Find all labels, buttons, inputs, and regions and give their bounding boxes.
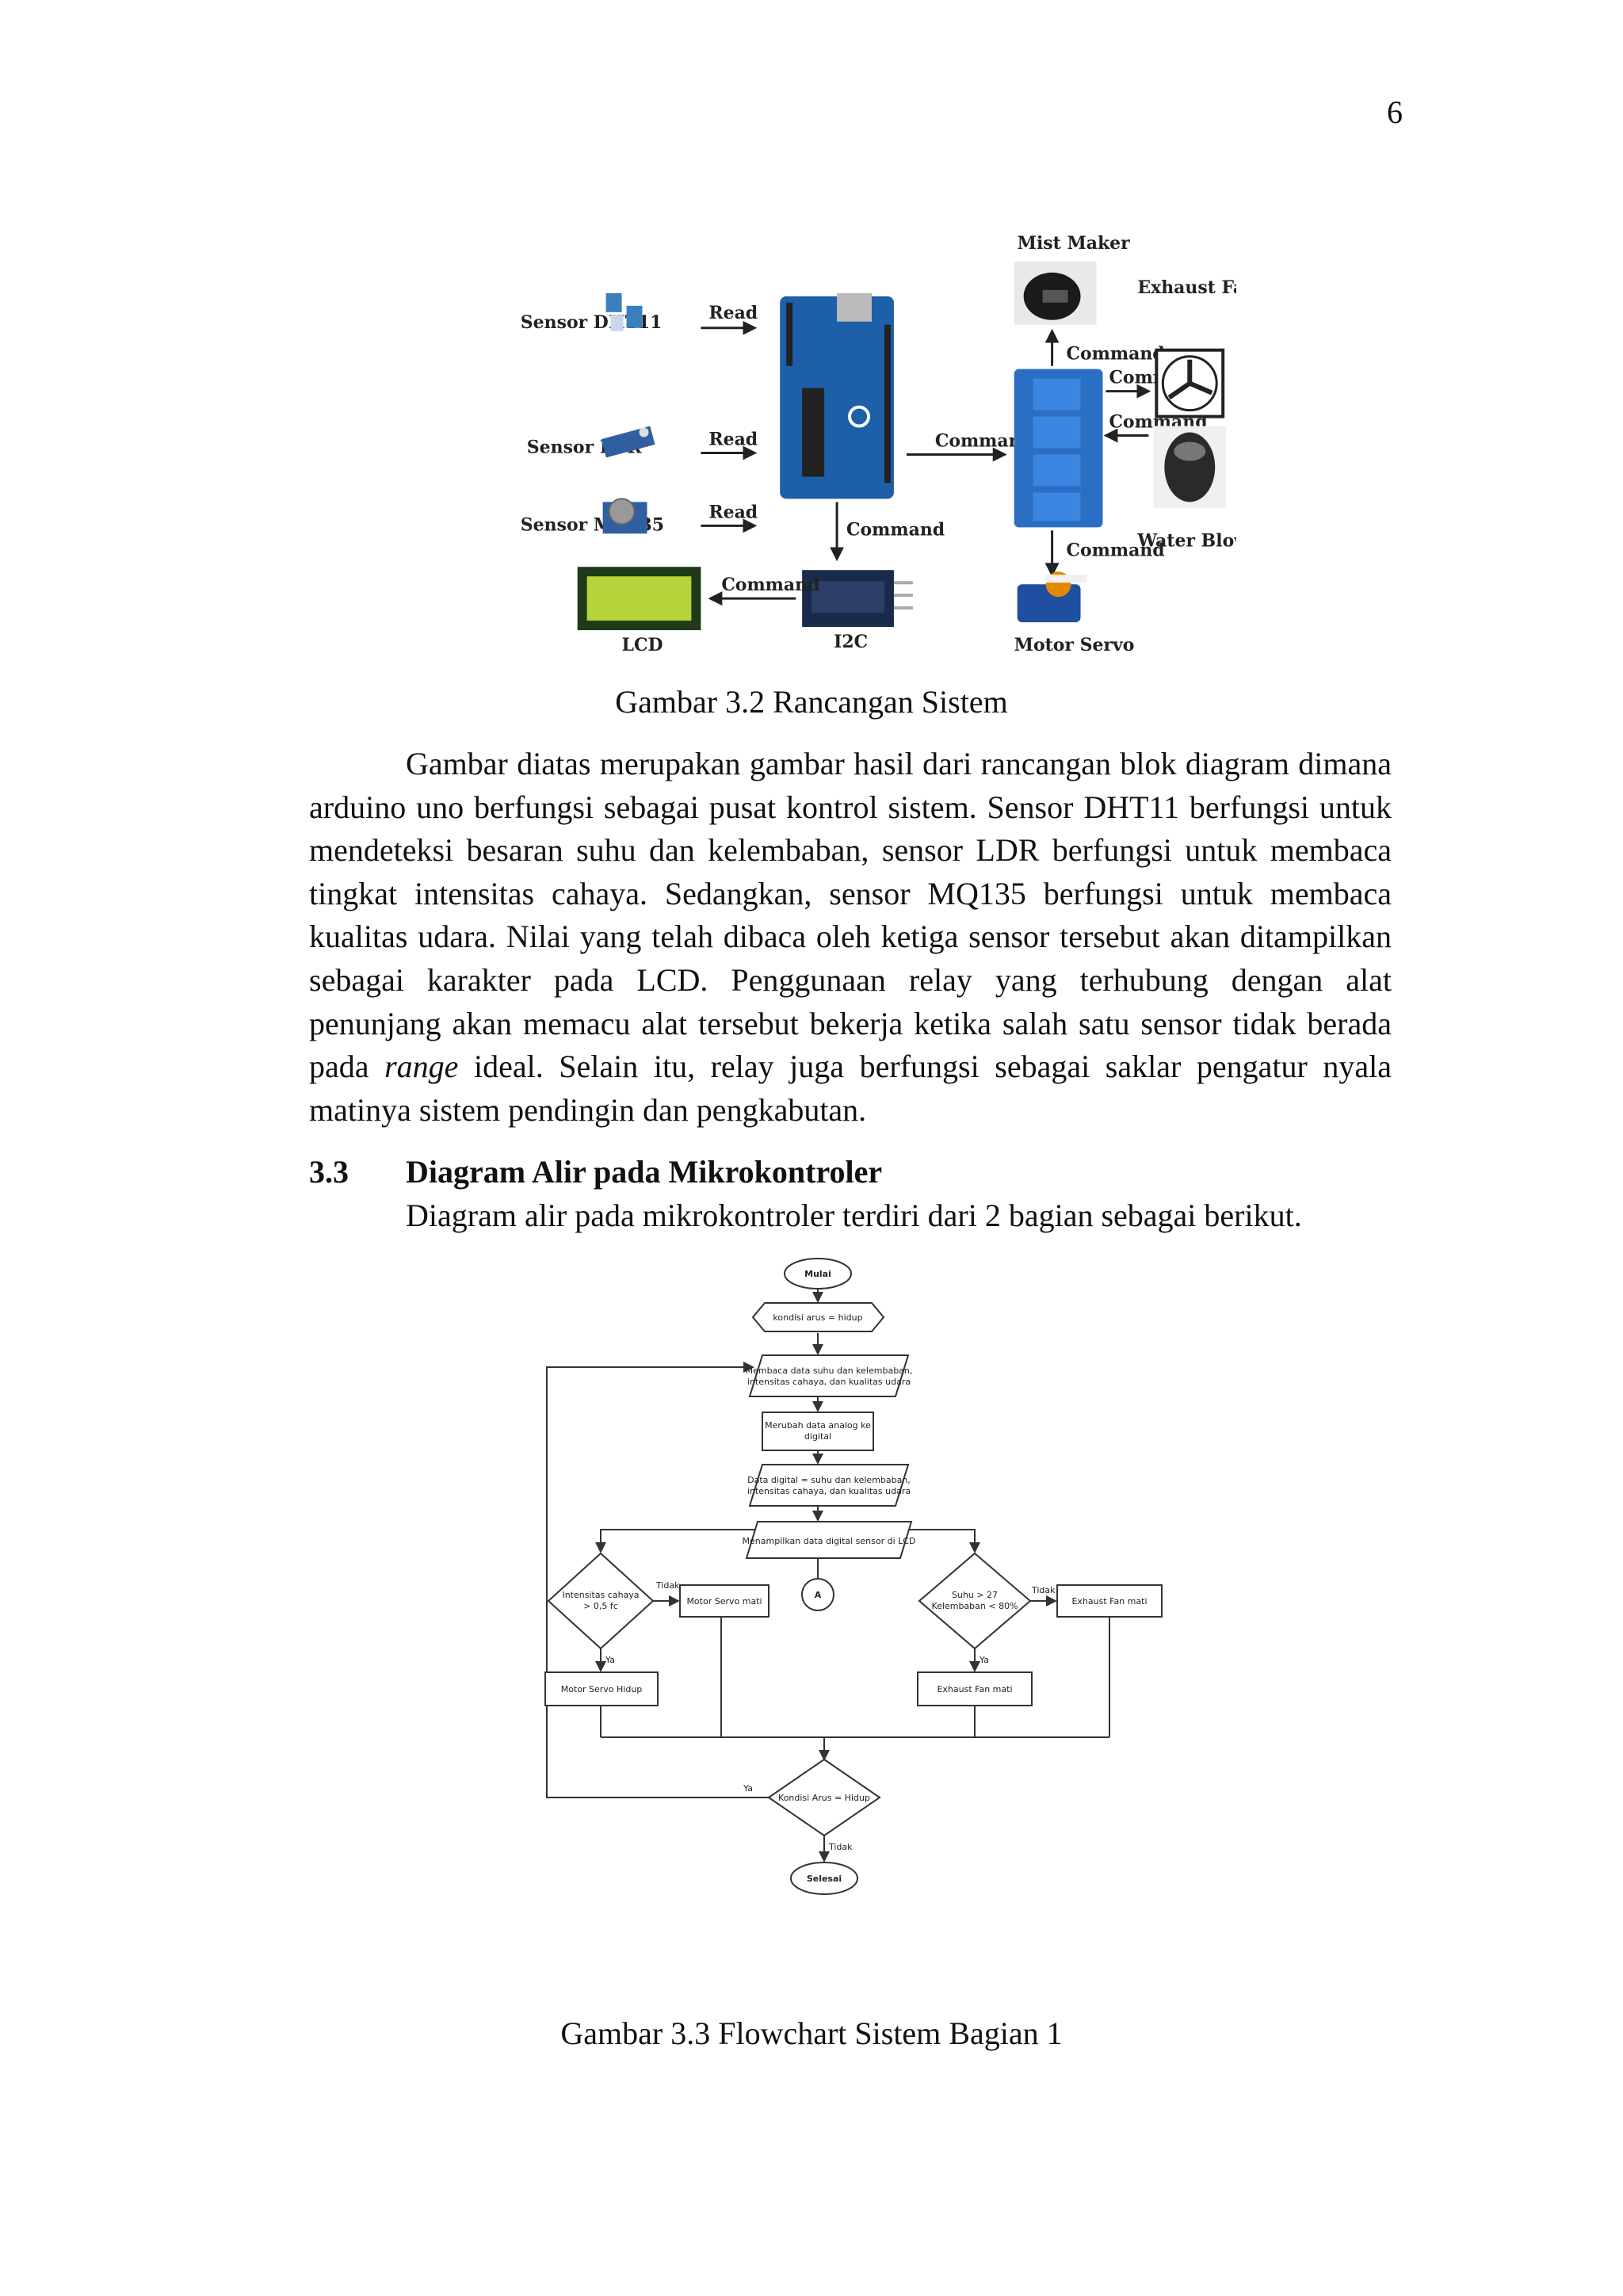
end-label: Selesai xyxy=(807,1874,842,1884)
system-design-figure: Mist Maker Sensor DHT11 Sensor LDR Senso… xyxy=(521,233,1236,655)
start-label: Mulai xyxy=(804,1269,831,1279)
digital-label-2: intensitas cahaya, dan kualitas udara xyxy=(747,1486,911,1496)
mq135-image xyxy=(602,498,647,534)
digital-label-1: Data digital = suhu dan kelembaban, xyxy=(747,1475,911,1485)
read-label-2: Read xyxy=(708,430,758,450)
servo-on-process xyxy=(544,1671,659,1706)
check-no-label: Tidak xyxy=(828,1842,853,1852)
paragraph-text-1: Gambar diatas merupakan gambar hasil dar… xyxy=(309,746,1392,1085)
init-preparation xyxy=(751,1302,885,1332)
start-terminator xyxy=(784,1258,852,1289)
flowchart-figure: Mulai kondisi arus = hidup Membaca data … xyxy=(544,1258,1163,1895)
read-label-3: Read xyxy=(708,502,758,522)
command-label-i2c: Command xyxy=(846,519,945,540)
page-number: 6 xyxy=(1387,94,1403,130)
section-number: 3.3 xyxy=(309,1154,349,1190)
motor-servo-image xyxy=(1017,571,1087,623)
temp-no-label: Tidak xyxy=(1031,1585,1056,1595)
read-label-1: Read xyxy=(708,303,758,323)
command-label-lcd: Command xyxy=(721,575,819,595)
convert-label-1: Merubah data analog ke xyxy=(765,1420,871,1431)
light-label-1: Intensitas cahaya xyxy=(562,1590,639,1600)
lcd-label: LCD xyxy=(622,635,663,655)
read-data-io xyxy=(748,1354,910,1397)
check-label: Kondisi Arus = Hidup xyxy=(778,1793,870,1803)
lcd-image xyxy=(577,567,701,631)
light-label-2: > 0,5 fc xyxy=(583,1601,618,1611)
display-label: Menampilkan data digital sensor di LCD xyxy=(743,1536,916,1546)
exhaust-fan-bottom-process xyxy=(917,1671,1033,1706)
connector-label: A xyxy=(815,1590,822,1600)
temp-label-1: Suhu > 27 xyxy=(952,1590,998,1600)
read-label-1: Membaca data suhu dan kelembaban, xyxy=(746,1366,913,1376)
check-yes-label: Ya xyxy=(743,1783,753,1794)
light-yes-label: Ya xyxy=(605,1655,615,1665)
section-intro: Diagram alir pada mikrokontroler terdiri… xyxy=(406,1198,1302,1233)
mist-maker-label: Mist Maker xyxy=(1018,233,1130,254)
figure-3-2-caption: Gambar 3.2 Rancangan Sistem xyxy=(615,684,1008,720)
servo-on-label: Motor Servo Hidup xyxy=(561,1684,643,1694)
exhaust-right-label: Exhaust Fan mati xyxy=(1071,1596,1147,1606)
mist-maker-image xyxy=(1014,261,1097,325)
read-label-2: intensitas cahaya, dan kualitas udara xyxy=(747,1377,911,1387)
digital-data-io xyxy=(748,1464,910,1507)
convert-label-2: digital xyxy=(804,1431,831,1442)
water-blower-fan-image xyxy=(1153,426,1227,509)
i2c-module-image xyxy=(802,570,913,628)
i2c-label: I2C xyxy=(834,632,868,652)
servo-off-process xyxy=(679,1584,769,1618)
temp-label-2: Kelembaban < 80% xyxy=(931,1601,1018,1611)
paragraph-text-2: ideal. Selain itu, relay juga berfungsi … xyxy=(309,1049,1392,1128)
light-decision xyxy=(547,1552,655,1650)
arduino-uno-image xyxy=(780,292,894,499)
check-current-decision xyxy=(767,1758,881,1837)
exhaust-fan-image xyxy=(1155,348,1225,418)
body-paragraph: Gambar diatas merupakan gambar hasil dar… xyxy=(309,743,1392,1132)
light-no-label: Tidak xyxy=(655,1580,680,1591)
motor-servo-label: Motor Servo xyxy=(1014,635,1135,655)
end-terminator xyxy=(790,1862,858,1895)
exhaust-fan-right-process xyxy=(1056,1584,1163,1618)
servo-off-label: Motor Servo mati xyxy=(686,1596,762,1606)
water-blower-fan-label: Water Blower Fan xyxy=(1136,530,1236,551)
exhaust-fan-label: Exhaust Fan xyxy=(1137,277,1236,298)
convert-process xyxy=(762,1412,874,1451)
connector-a xyxy=(801,1578,834,1611)
relay-module-image xyxy=(1014,369,1103,528)
command-label-servo: Command xyxy=(1067,540,1165,560)
figure-3-3-caption: Gambar 3.3 Flowchart Sistem Bagian 1 xyxy=(560,2015,1063,2051)
temp-humidity-decision xyxy=(918,1552,1032,1650)
init-label: kondisi arus = hidup xyxy=(773,1312,862,1323)
temp-yes-label: Ya xyxy=(979,1655,989,1665)
dht11-image xyxy=(605,292,643,331)
section-title: Diagram Alir pada Mikrokontroler xyxy=(406,1154,883,1190)
paragraph-italic-term: range xyxy=(384,1049,459,1085)
display-lcd-io xyxy=(745,1521,913,1559)
exhaust-bottom-label: Exhaust Fan mati xyxy=(937,1684,1012,1694)
ldr-image xyxy=(601,426,655,458)
command-label-mist: Command xyxy=(1067,344,1165,365)
